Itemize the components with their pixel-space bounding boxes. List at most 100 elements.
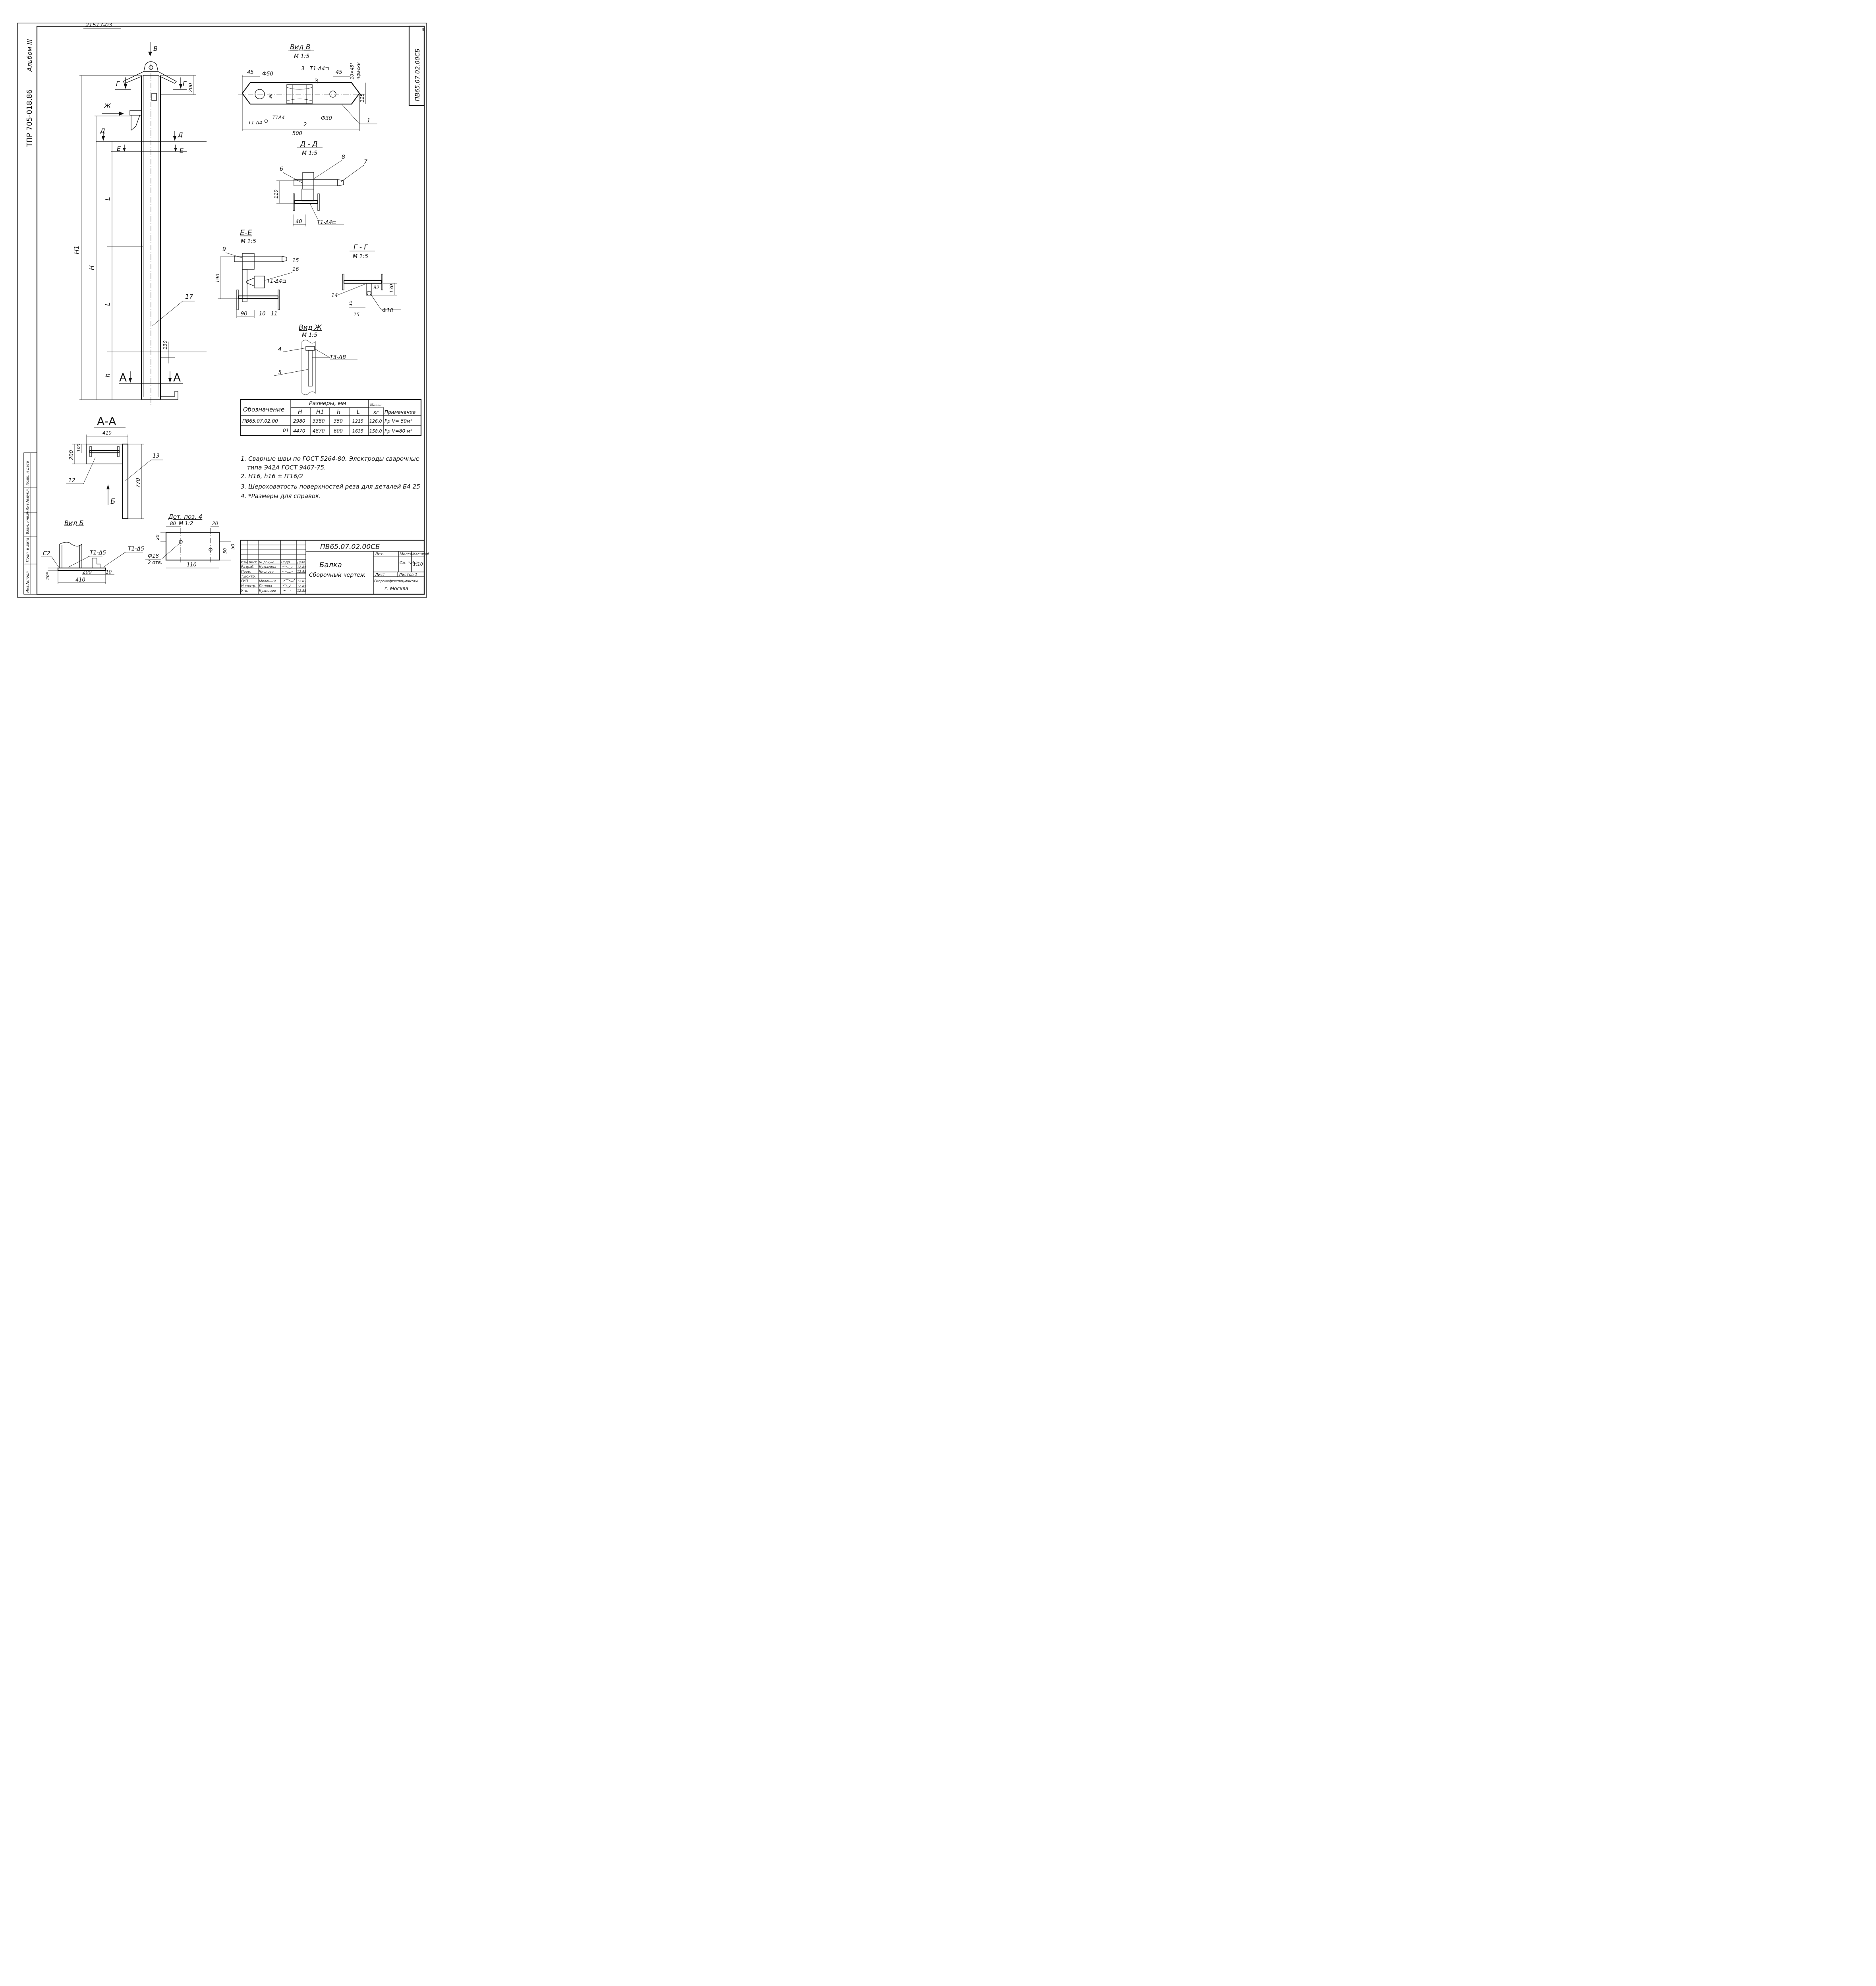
det4-dim-80: 80 <box>170 521 176 526</box>
sec-aa-arrow-b: Б <box>110 497 115 506</box>
table-header-sizes: Размеры, мм <box>309 400 346 407</box>
vid-v-callout-1: 1 <box>367 118 370 124</box>
vid-v-dim-10: 10 <box>315 78 319 83</box>
vid-zh: Вид Ж М 1:5 4 Т3-Δ8 5 <box>274 324 357 395</box>
table-header-mass-unit: кг <box>373 410 379 415</box>
sec-dd-callout-8: 8 <box>342 154 345 160</box>
tb-city: г. Москва <box>384 586 408 591</box>
vid-v-dim-f30: Ф30 <box>321 116 332 122</box>
vid-v-title: Вид В <box>290 43 311 51</box>
table-row1-h1: 3380 <box>313 418 325 424</box>
section-aa: А-А 410 200 100 13 12 770 Б <box>66 415 163 520</box>
tb-name: Балка <box>319 561 342 569</box>
tb-role-3: ГИП <box>241 580 248 583</box>
sec-gg-dim-15-h: 15 <box>354 312 359 317</box>
vid-v-scale: М 1:5 <box>294 53 309 60</box>
sec-dd-dim-40: 40 <box>296 219 302 225</box>
title-block: ПВ65.07.02.00СБ Балка Сборочный чертеж Л… <box>240 539 429 595</box>
vid-b-dim-20: 20* <box>45 572 50 580</box>
signature-2 <box>282 570 294 573</box>
vid-v: Вид В М 1:5 45 Ф50 3 Т1-Δ4⊐ 45 10×45° 4ф… <box>238 43 377 137</box>
sec-aa-title: А-А <box>97 415 116 428</box>
sec-ee-callout-9: 9 <box>222 246 226 253</box>
tb-name-0: Кузьмина <box>259 565 276 569</box>
tb-role-4: Н.контр. <box>241 584 256 588</box>
det4-dim-20-top: 20 <box>212 521 218 526</box>
section-g-left: Г <box>116 80 120 87</box>
notes: 1. Сварные швы по ГОСТ 5264-80. Электрод… <box>241 455 420 500</box>
signature-6 <box>282 589 291 591</box>
arrow-zh-label: Ж <box>104 102 111 110</box>
album-label: Альбом III <box>26 39 33 72</box>
vid-v-dim-125: 125 <box>359 93 365 102</box>
note-1b: типа Э42А ГОСТ 9467-75. <box>247 464 326 471</box>
sec-gg-callout-14: 14 <box>331 293 338 299</box>
det4-scale: М 1:2 <box>179 521 193 527</box>
vid-v-weld-left: Т1-Δ4 <box>248 120 262 126</box>
tb-col-sign: Подп. <box>281 560 291 564</box>
sec-ee-dim-90: 90 <box>241 311 247 317</box>
vid-v-chamfer: 10×45° <box>350 62 355 79</box>
note-2: 2. H16, h16 ± IT16/2 <box>241 473 303 480</box>
section-a-right: А <box>173 371 181 384</box>
tb-date-0: 12.85 <box>297 565 306 569</box>
sec-gg-dim-f18: Ф18 <box>382 308 393 314</box>
dim-l-upper: L <box>104 197 111 201</box>
sec-gg-scale: М 1:5 <box>353 253 368 260</box>
section-d-left: Д <box>100 127 105 135</box>
drawing-sheet: 21517-03 5 ТПР 705-018.86 Альбом III ПВ6… <box>17 22 429 598</box>
table-row2-designation: 01 <box>283 428 289 433</box>
table-row2-h1: 4870 <box>313 428 325 434</box>
strip-dup: Инв.№дубл. <box>26 488 30 510</box>
det4-title: Дет. поз. 4 <box>168 513 202 520</box>
section-a-left: А <box>119 371 127 384</box>
note-3: 3. Шероховатость поверхностей реза для д… <box>241 483 420 490</box>
dim-130: 130 <box>162 340 168 350</box>
table-col-l: L <box>357 409 360 415</box>
sec-gg-dim-15-v: 15 <box>348 300 353 306</box>
vid-v-dim-90: 90 <box>269 93 273 99</box>
sec-dd-weld: Т1-Δ4⊏ <box>317 220 336 226</box>
section-g-right: Г <box>183 80 187 87</box>
table-header-note: Примечание <box>384 410 415 415</box>
dim-h: H <box>88 265 95 270</box>
table-header-designation: Обозначение <box>243 406 284 413</box>
table-row1-note: Рр V= 50м³ <box>384 418 412 424</box>
tb-role-2: Т.контр. <box>241 575 256 579</box>
section-e-left: Е <box>117 145 121 153</box>
sec-dd-title: Д - Д <box>300 140 318 148</box>
inner-frame <box>36 25 425 595</box>
table-row1-mass: 126,0 <box>369 419 382 424</box>
tb-col-doc: № докум. <box>259 560 274 564</box>
tb-col-date: Дата <box>297 560 305 564</box>
vid-v-weld-top: Т1-Δ4⊐ <box>310 66 329 72</box>
tb-org: Гипронефтеспецмонтаж <box>374 580 418 583</box>
tb-sheet: Лист <box>375 573 386 577</box>
tb-code: ПВ65.07.02.00СБ <box>320 543 380 551</box>
sec-ee-title: Е-Е <box>240 228 252 237</box>
sec-dd-callout-7: 7 <box>364 159 367 165</box>
vid-v-dim-45-right: 45 <box>336 70 342 75</box>
det4-dim-30: 30 <box>222 548 228 554</box>
vid-b-c2: С2 <box>43 551 50 557</box>
tb-scale-val: 1:10 <box>413 562 423 567</box>
vid-b: Вид Б Т1-Δ5 Т1-Δ5 С2 20* 200 10 410 <box>41 519 144 584</box>
tb-mass-val: См. табл. <box>400 560 419 565</box>
sec-ee-dim-190: 190 <box>215 274 220 283</box>
tb-role-5: Утв. <box>241 589 248 593</box>
top-stamp: 21517-03 <box>85 22 112 29</box>
vid-zh-callout-4: 4 <box>278 346 282 353</box>
sec-gg-dim-92: 92 <box>373 285 379 290</box>
table-row2-mass: 158,0 <box>369 429 382 434</box>
tb-lit: Лит. <box>375 552 384 556</box>
vid-b-dim-10: 10 <box>106 569 112 575</box>
side-code-box <box>408 25 425 106</box>
table-row2-h: 4470 <box>293 428 305 434</box>
tb-name-5: Кузнецов <box>259 589 276 593</box>
strip-inv: Инв.№подл. <box>26 570 30 593</box>
section-ee: Е-Е М 1:5 9 15 16 Т1-Δ4⊐ 190 90 10 11 <box>215 228 299 318</box>
sec-aa-dim-100: 100 <box>76 444 81 452</box>
sec-aa-callout-13: 13 <box>153 453 160 459</box>
tb-scale-label: Масштаб <box>412 553 429 556</box>
signature-5 <box>282 584 291 587</box>
